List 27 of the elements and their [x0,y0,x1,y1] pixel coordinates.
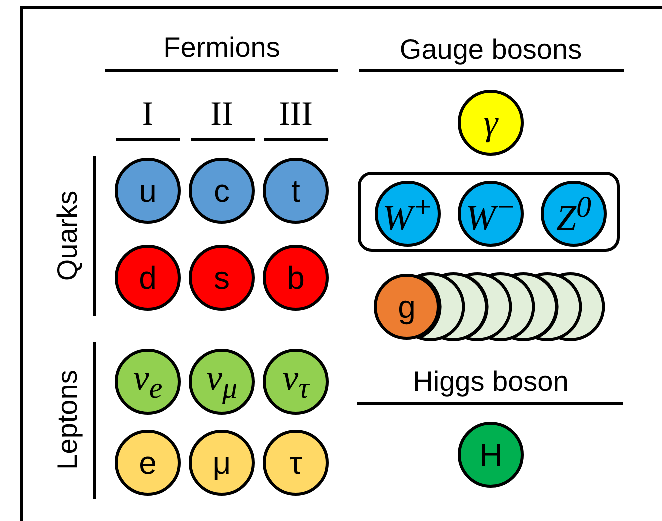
column-heading: II [210,98,234,132]
column-heading: III [279,98,313,132]
row-heading: Quarks [54,190,82,282]
particle-circle: γ [458,90,524,156]
particle-circle: u [115,158,181,224]
particle-circle: s [189,245,255,311]
particle-circle: c [189,158,255,224]
heading: Fermions [164,34,280,62]
particle-circle: Z$^{0}$ [541,181,607,247]
row-heading: Leptons [54,370,82,470]
particle-circle: e [115,430,181,496]
particle-circle: W$^{+}$ [375,181,441,247]
particle-circle: H [458,422,524,488]
particle-circle: d [115,245,181,311]
particle-circle: g [374,274,440,340]
particle-circle: W$^{−}$ [458,181,524,247]
particle-circle: t [263,158,329,224]
group-frame [358,172,620,252]
particle-circle: μ [189,430,255,496]
particle-circle: ν$_{e}$ [115,349,181,415]
heading: Gauge bosons [400,36,582,64]
particle-circle: b [263,245,329,311]
particle-circle: τ [263,430,329,496]
heading: Higgs boson [413,368,569,396]
particle-circle: ν$_{τ}$ [263,349,329,415]
column-heading: I [142,98,154,132]
particle-circle: ν$_{μ}$ [189,349,255,415]
